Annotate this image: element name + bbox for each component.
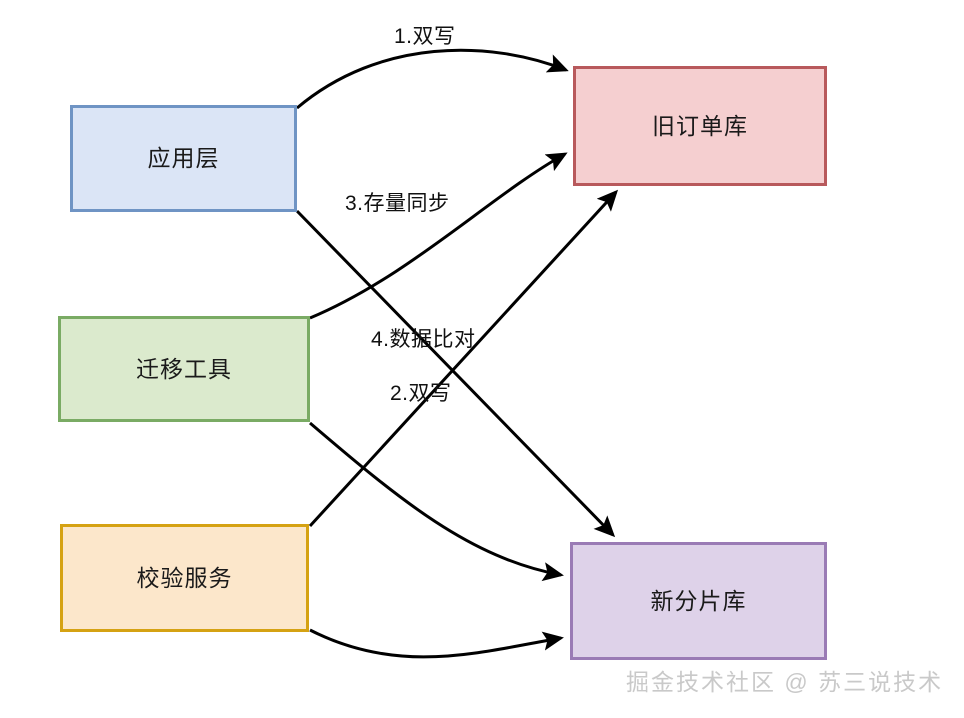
node-label-new-shard-db: 新分片库 [650,587,747,614]
node-old-order-db[interactable]: 旧订单库 [573,66,827,186]
edge-app-layer-to-old-order-db [296,48,569,110]
node-migration-tool[interactable]: 迁移工具 [58,316,310,422]
node-label-old-order-db: 旧订单库 [652,112,748,139]
node-label-app-layer: 应用层 [147,145,220,171]
node-verify-service[interactable]: 校验服务 [60,524,309,632]
node-new-shard-db[interactable]: 新分片库 [570,542,827,660]
edge-label-edge-2: 2.双写 [390,382,452,405]
edge-label-edge-5: 4.数据比对 [371,328,476,351]
edge-paths [295,48,619,659]
node-label-verify-service: 校验服务 [136,564,233,591]
edge-verify-service-to-old-order-db [308,189,619,528]
node-app-layer[interactable]: 应用层 [70,105,297,212]
node-label-migration-tool: 迁移工具 [136,355,232,382]
edge-migration-tool-to-old-order-db [309,152,568,320]
edge-label-edge-1: 1.双写 [394,25,456,48]
edge-verify-service-to-new-shard-db [309,628,564,659]
edge-label-edge-3: 3.存量同步 [345,192,450,215]
watermark: 掘金技术社区 @ 苏三说技术 [626,669,944,695]
edge-app-layer-to-new-shard-db [295,209,616,538]
edge-migration-tool-to-new-shard-db [309,421,564,582]
